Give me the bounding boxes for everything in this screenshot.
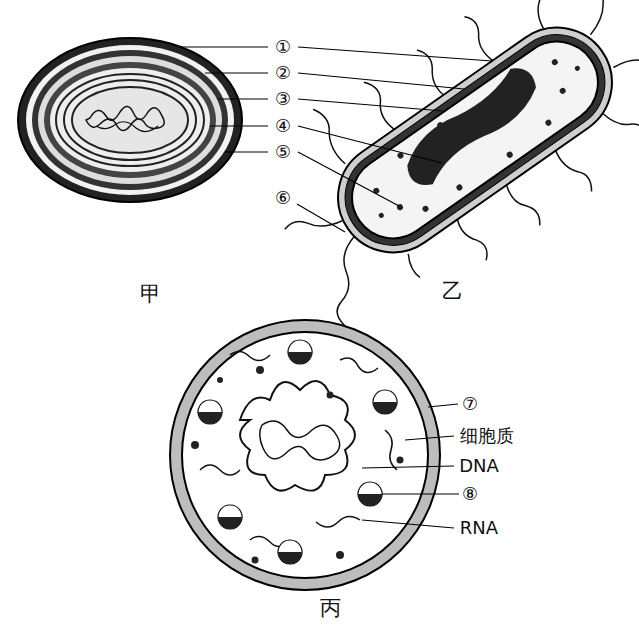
cell-yi [221,0,639,359]
callout-number: ⑤ [275,142,291,162]
part-label: 细胞质 [460,426,514,446]
cell-jia [18,38,242,202]
callout-number: ① [275,37,291,57]
part-label: DNA [459,456,499,476]
figure-caption: 乙 [442,280,463,303]
part-label: RNA [460,518,498,538]
callout-number: ⑧ [462,484,478,504]
figure-caption: 丙 [320,597,341,620]
figure-caption: 甲 [140,283,161,306]
cell-bing [170,320,440,590]
callout-number: ⑦ [462,394,478,414]
callout-number: ④ [275,116,291,136]
callout-number: ② [275,63,291,83]
leader-lines [181,47,492,528]
callout-number: ⑥ [275,188,291,208]
callout-number: ③ [275,89,291,109]
